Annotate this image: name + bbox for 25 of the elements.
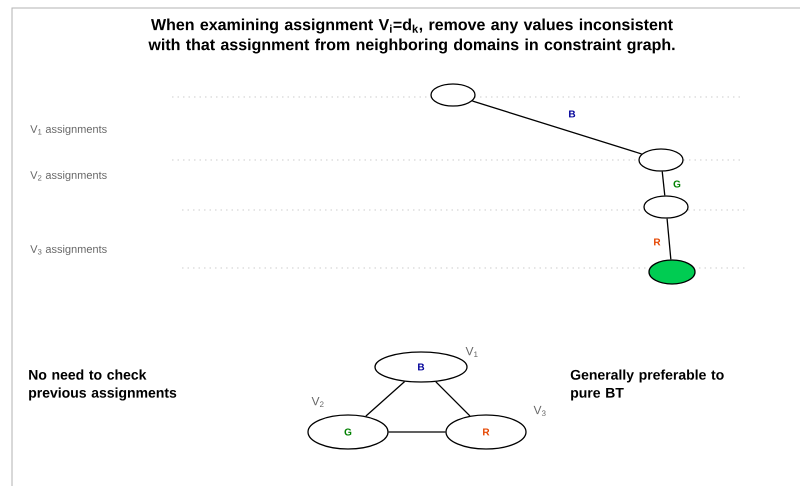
tree-node (430, 83, 476, 107)
connector-line (472, 100, 642, 155)
tree-node (643, 195, 689, 219)
row-label: V$_{1}$ assignments (30, 124, 107, 136)
title: When examining assignment V$_{i}$=d$_{k}$, remove any values inconsistent with that assignment from neighboring domains in constraint graph. (148, 18, 674, 54)
variable-label: V$_{1}$ (466, 346, 478, 358)
graph-node: R (445, 414, 527, 450)
connector-line (435, 381, 470, 416)
graph-node: B (374, 351, 468, 383)
graph-node: G (307, 414, 389, 450)
connector-line (388, 431, 446, 433)
connector-line (666, 218, 672, 260)
row-label: V$_{3}$ assignments (30, 244, 107, 256)
note-text: Generally preferable to pure BT (570, 369, 724, 401)
variable-label: V$_{2}$ (312, 396, 324, 408)
edge-label: R (652, 238, 662, 246)
connector-line (365, 381, 405, 417)
connector-line (662, 172, 666, 196)
edge-label: B (567, 110, 577, 118)
edge-label: G (672, 179, 682, 189)
variable-label: V$_{3}$ (534, 406, 546, 416)
tree-node (648, 259, 696, 285)
row-label: V$_{2}$ assignments (30, 170, 107, 182)
note-text: No need to check previous assignments (29, 369, 176, 401)
tree-node (638, 148, 684, 172)
